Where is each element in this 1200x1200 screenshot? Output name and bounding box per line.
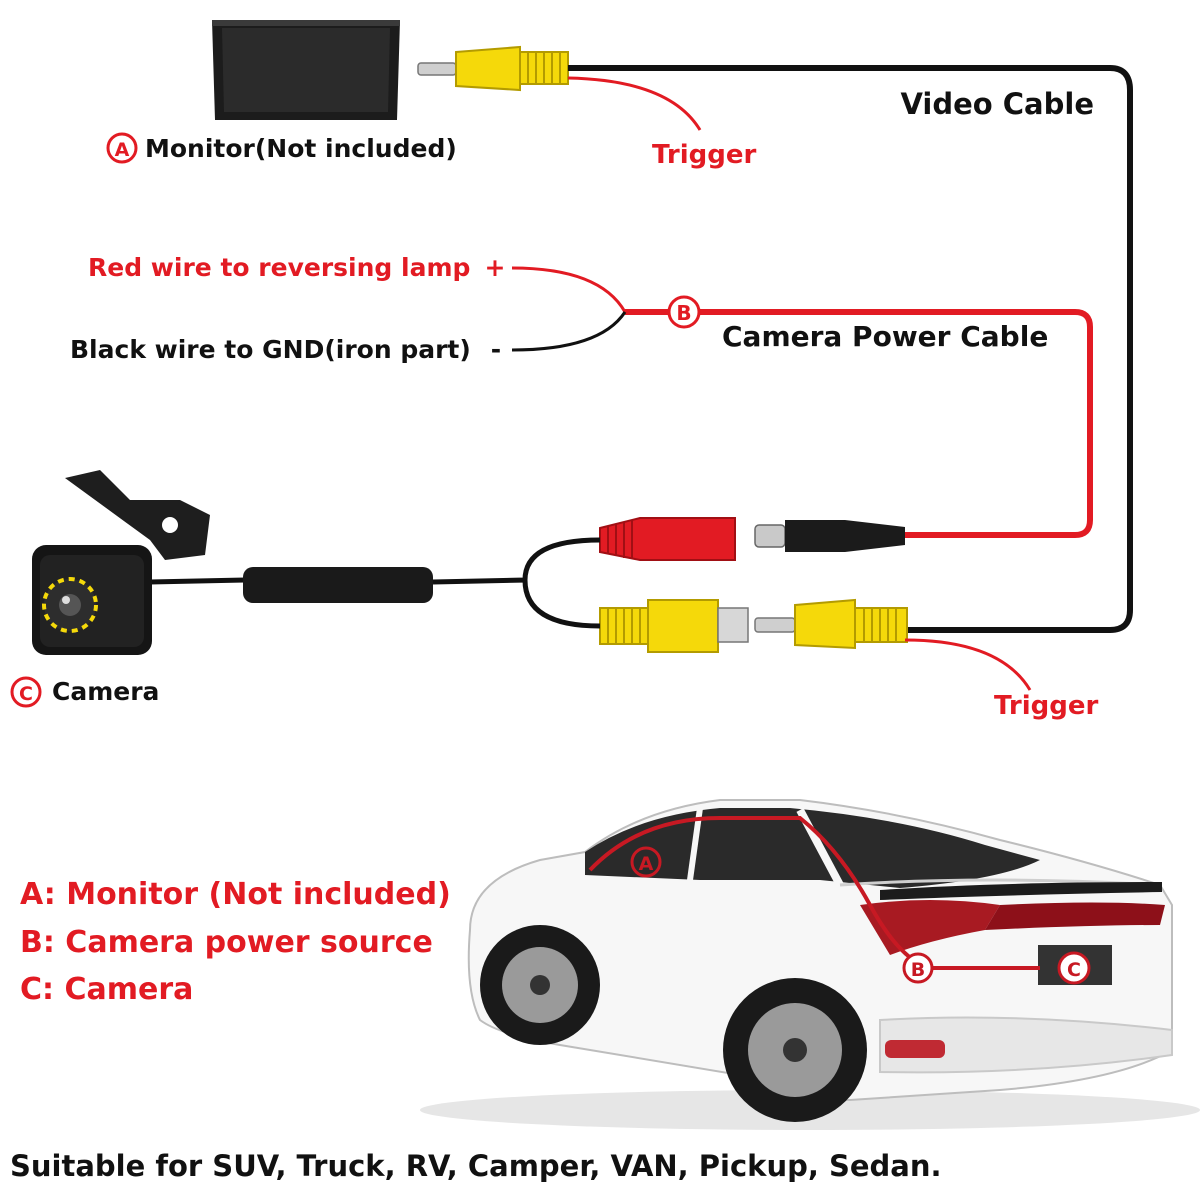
monitor-image [212, 20, 400, 120]
power-cable [625, 309, 1093, 538]
camera-image [32, 470, 210, 655]
video-cable-label: Video Cable [900, 87, 1094, 121]
plus-sign: + [485, 253, 506, 282]
svg-text:A: A [115, 139, 130, 161]
black-wire [511, 311, 627, 352]
legend-line-a: A: Monitor (Not included) [20, 877, 451, 912]
camera-label: C Camera [10, 676, 159, 708]
trigger-wire-top [567, 76, 702, 131]
footer-text: Suitable for SUV, Truck, RV, Camper, VAN… [10, 1149, 942, 1183]
power-dc-plug [754, 520, 905, 552]
svg-text:Camera: Camera [52, 677, 159, 706]
camera-cable-split [432, 537, 601, 629]
monitor-label: A Monitor(Not included) [106, 132, 457, 164]
car-image: A B C [420, 799, 1200, 1130]
svg-text:Monitor(Not included): Monitor(Not included) [145, 134, 457, 163]
video-rca-plug [754, 598, 908, 650]
trigger-label-top: Trigger [652, 140, 756, 170]
camera-cable [149, 577, 246, 585]
car-marker-c: C [1057, 951, 1091, 985]
legend-line-c: C: Camera [20, 972, 193, 1007]
video-cable [568, 65, 1133, 633]
black-wire-label: Black wire to GND(iron part) [70, 335, 471, 364]
legend-line-b: B: Camera power source [20, 925, 433, 960]
svg-text:C: C [1067, 959, 1081, 981]
car-marker-a: A [630, 846, 662, 878]
camera-rca-socket [599, 599, 749, 653]
svg-text:B: B [676, 301, 691, 325]
minus-sign: - [491, 335, 501, 364]
trigger-wire-bottom [904, 638, 1032, 691]
svg-text:A: A [639, 853, 654, 875]
camera-dc-socket [599, 517, 736, 561]
red-wire [511, 266, 627, 313]
camera-power-cable-label: Camera Power Cable [722, 320, 1048, 353]
car-marker-b: B [902, 952, 934, 984]
cable-inline-box [243, 567, 433, 603]
marker-b-diagram: B [667, 295, 701, 329]
red-wire-label: Red wire to reversing lamp [88, 253, 470, 282]
monitor-rca-plug [417, 45, 569, 92]
svg-text:B: B [911, 959, 925, 981]
trigger-label-bottom: Trigger [994, 691, 1098, 721]
legend: A: Monitor (Not included) B: Camera powe… [20, 877, 451, 1007]
svg-text:C: C [19, 683, 33, 705]
